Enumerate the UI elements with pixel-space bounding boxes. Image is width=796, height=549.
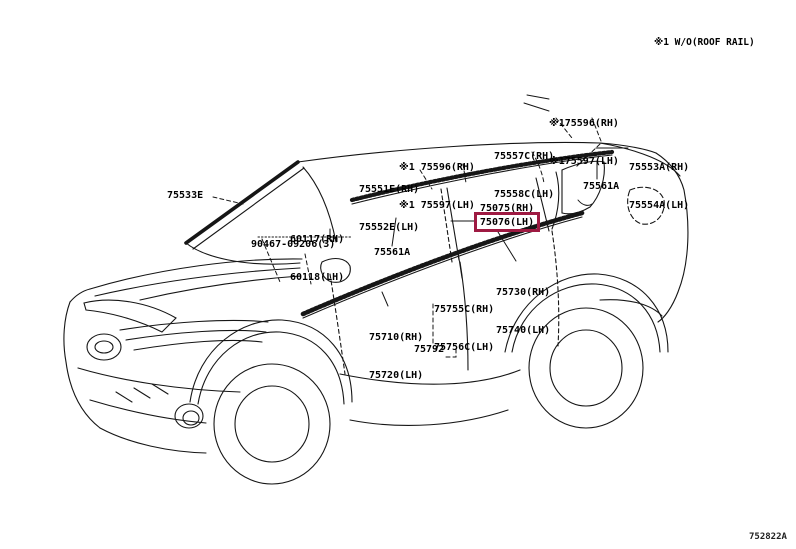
part-label-75730-75740[interactable]: 75730(RH) 75740(LH) <box>496 262 550 362</box>
roof-section <box>297 141 657 205</box>
part-label-75561a-right[interactable]: 75561A <box>583 181 620 192</box>
part-number: 75557C(RH) <box>494 151 555 162</box>
part-label-75075[interactable]: 75075(RH) <box>480 203 535 214</box>
part-label-60117-60118[interactable]: 60117(RH) 60118(LH) <box>290 209 344 309</box>
part-label-75596-75597-top[interactable]: ※175596(RH) ※175597(LH) <box>549 93 619 193</box>
part-label-75553a-75554a[interactable]: 75553A(RH) 75554A(LH) <box>629 137 689 237</box>
part-label-90467-clip[interactable]: 90467-09206(3) <box>251 239 336 250</box>
part-number: 75553A(RH) <box>629 162 690 173</box>
rear-wheel <box>504 273 669 429</box>
part-number: ※1 75597(LH) <box>399 199 475 211</box>
part-label-75792[interactable]: 75792 <box>414 344 445 355</box>
roof-rail-note: ※1 W/O(ROOF RAIL) <box>654 37 755 48</box>
part-number: 75755C(RH) <box>434 304 495 315</box>
part-number: 75710(RH) <box>369 332 424 343</box>
highlighted-part-box[interactable]: 75076(LH) <box>474 212 540 232</box>
part-number: 75552E(LH) <box>359 221 420 233</box>
part-number: 75730(RH) <box>496 287 551 298</box>
front-wheel <box>189 319 353 485</box>
part-label-75557c-75558c[interactable]: 75557C(RH) 75558C(LH) <box>494 126 554 226</box>
part-number: ※1 75596(RH) <box>399 162 475 173</box>
diagram-code: 752822A <box>749 532 787 542</box>
part-label-75755c-75756c[interactable]: 75755C(RH) 75756C(LH) <box>434 279 494 379</box>
part-number: 75551E(RH) <box>359 184 420 195</box>
car-front-section <box>63 242 303 454</box>
leader-lines <box>212 94 629 358</box>
part-number: 60117(RH) <box>290 234 345 245</box>
part-number: 75740(LH) <box>496 324 551 336</box>
part-label-75533e[interactable]: 75533E <box>167 190 204 201</box>
part-number: 75756C(LH) <box>434 341 495 353</box>
windshield-moulding <box>184 160 337 250</box>
side-glass-and-doors <box>320 160 605 426</box>
part-label-75596-75597-mid[interactable]: ※1 75596(RH) ※1 75597(LH) <box>399 137 475 237</box>
part-number: 75554A(LH) <box>629 199 690 211</box>
part-number: ※175596(RH) <box>549 118 619 129</box>
part-label-75710-75720[interactable]: 75710(RH) 75720(LH) <box>369 307 423 407</box>
part-number: 75558C(LH) <box>494 188 555 200</box>
belt-moulding <box>300 210 585 319</box>
part-label-75551e-75552e[interactable]: 75551E(RH) 75552E(LH) <box>359 159 419 259</box>
part-number: ※175597(LH) <box>549 155 619 167</box>
part-number: 75720(LH) <box>369 369 424 381</box>
part-label-75561a-mid[interactable]: 75561A <box>374 247 411 258</box>
part-label-75076-highlighted: 75076(LH) <box>479 216 535 228</box>
part-number: 60118(LH) <box>290 271 345 283</box>
